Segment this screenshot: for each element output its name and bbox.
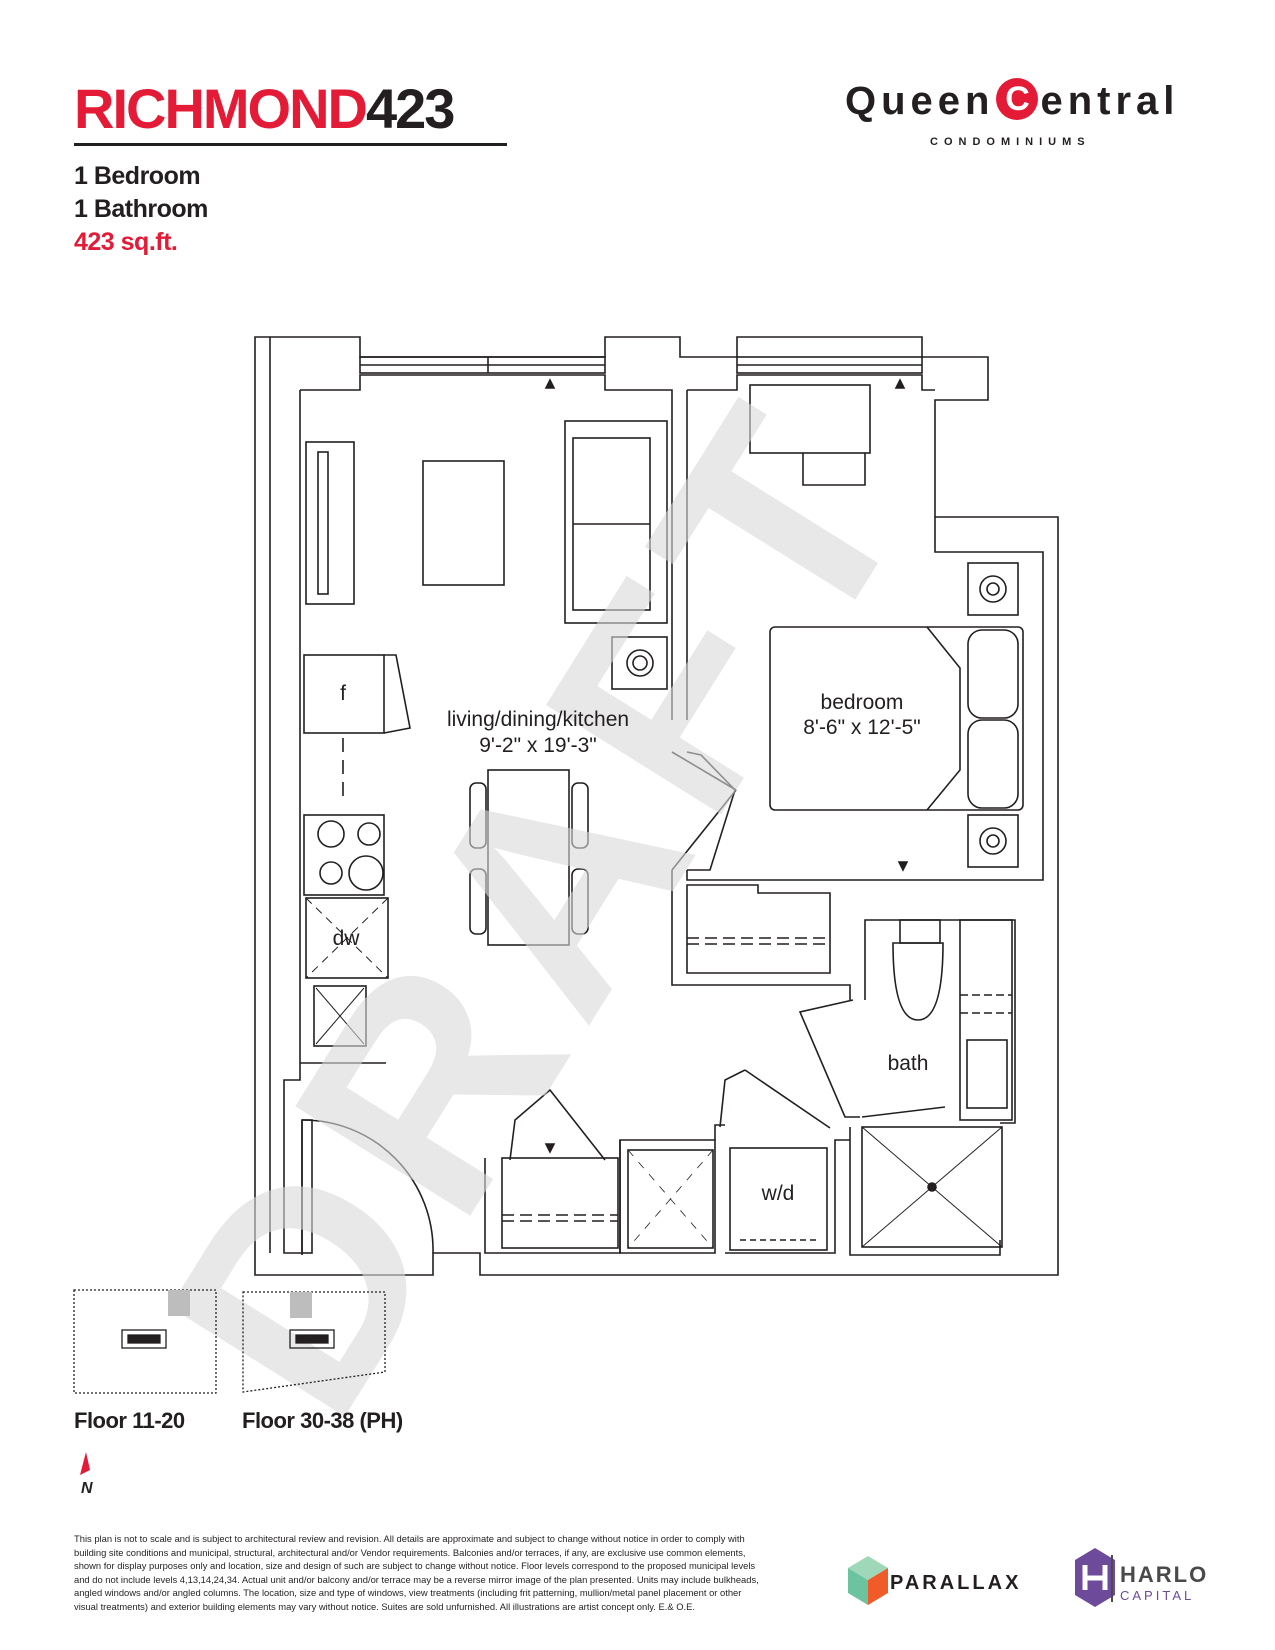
dining-table (487, 769, 570, 946)
bath-name: bath (888, 1052, 929, 1075)
arrow-marker (544, 1143, 556, 1154)
inner-wall (686, 517, 1044, 881)
nightstand (967, 814, 1019, 868)
keyplan-label-1: Floor 11-20 (74, 1408, 185, 1433)
pillow (967, 629, 1019, 719)
logo-subtitle: CONDOMINIUMS (930, 136, 1091, 148)
logo-word-queen: Queen (845, 79, 995, 123)
harlo-subtitle: CAPITAL (1120, 1588, 1195, 1603)
logo-c-mark: C (996, 78, 1039, 120)
bed (769, 626, 1024, 811)
inner-wall (619, 1140, 716, 1254)
title-red-part: RICHMOND (74, 77, 368, 140)
unit-area: 423 sq.ft. (74, 228, 178, 256)
inner-wall (671, 870, 851, 1000)
toilet-bowl (892, 942, 944, 1021)
inner-wall (725, 1139, 850, 1254)
legal-disclaimer: This plan is not to scale and is subject… (74, 1533, 759, 1612)
logo-word-entral: entral (1040, 79, 1180, 123)
bedroom-size: 8'-6" x 12'-5" (803, 716, 920, 739)
closet-door (719, 1069, 831, 1129)
inner-wall (300, 374, 673, 720)
tv-console (305, 441, 355, 605)
outer-wall (254, 336, 1059, 1276)
keyplan-label-2: Floor 30-38 (PH) (242, 1408, 403, 1433)
closet-door (509, 1088, 606, 1161)
toilet-tank (899, 919, 941, 944)
nightstand (967, 562, 1019, 616)
cooktop (303, 814, 385, 896)
dishwasher (305, 897, 389, 979)
inner-wall (864, 919, 1016, 1124)
dishwasher-label: dw (333, 927, 361, 950)
bath-sink (966, 1039, 1008, 1109)
living-room-size: 9'-2" x 19'-3" (479, 734, 596, 757)
sofa (564, 420, 668, 624)
bathroom-count: 1 Bathroom (74, 195, 208, 223)
bedroom-door (671, 751, 737, 871)
vanity (959, 919, 1013, 1121)
washer-dryer (729, 1147, 828, 1251)
entry-closet (501, 1157, 619, 1249)
washer-dryer-label: w/d (761, 1182, 795, 1205)
keyplan-floor-11-20 (73, 1289, 217, 1394)
north-arrow-icon (80, 1452, 90, 1475)
title-black-part: 423 (365, 77, 455, 140)
title-underline (74, 143, 507, 146)
inner-wall (687, 374, 935, 391)
dining-chair (571, 868, 589, 935)
parallax-wordmark: PARALLAX (890, 1572, 1022, 1594)
shower (861, 1126, 1003, 1248)
north-label: N (81, 1480, 93, 1497)
bedroom-count: 1 Bedroom (74, 162, 201, 190)
arrow-marker (544, 378, 556, 389)
dining-chair (469, 782, 487, 849)
project-title: RICHMOND423 (74, 78, 504, 140)
desk (749, 384, 871, 454)
harlo-logo-icon (1075, 1548, 1115, 1607)
pillow (967, 719, 1019, 809)
dining-chair (571, 782, 589, 849)
inner-wall (849, 1127, 1001, 1256)
arrow-marker (897, 861, 909, 872)
draft-watermark: DRAFT (104, 342, 981, 1467)
dining-chair (469, 868, 487, 935)
fridge-label: f (340, 682, 346, 705)
parallax-logo-icon (848, 1556, 888, 1605)
bedroom-closet (686, 884, 831, 974)
harlo-wordmark: HARLO (1120, 1562, 1209, 1587)
coffee-table (422, 460, 505, 586)
fridge (303, 654, 385, 734)
arrow-marker (894, 378, 906, 389)
bath-door (798, 999, 860, 1118)
living-room-name: living/dining/kitchen (447, 708, 629, 731)
kitchen-sink (313, 985, 367, 1047)
floor-lamp (611, 636, 668, 690)
linen-closet (627, 1149, 714, 1249)
keyplan-floor-30-38 (242, 1291, 386, 1393)
bedroom-name: bedroom (821, 691, 904, 714)
